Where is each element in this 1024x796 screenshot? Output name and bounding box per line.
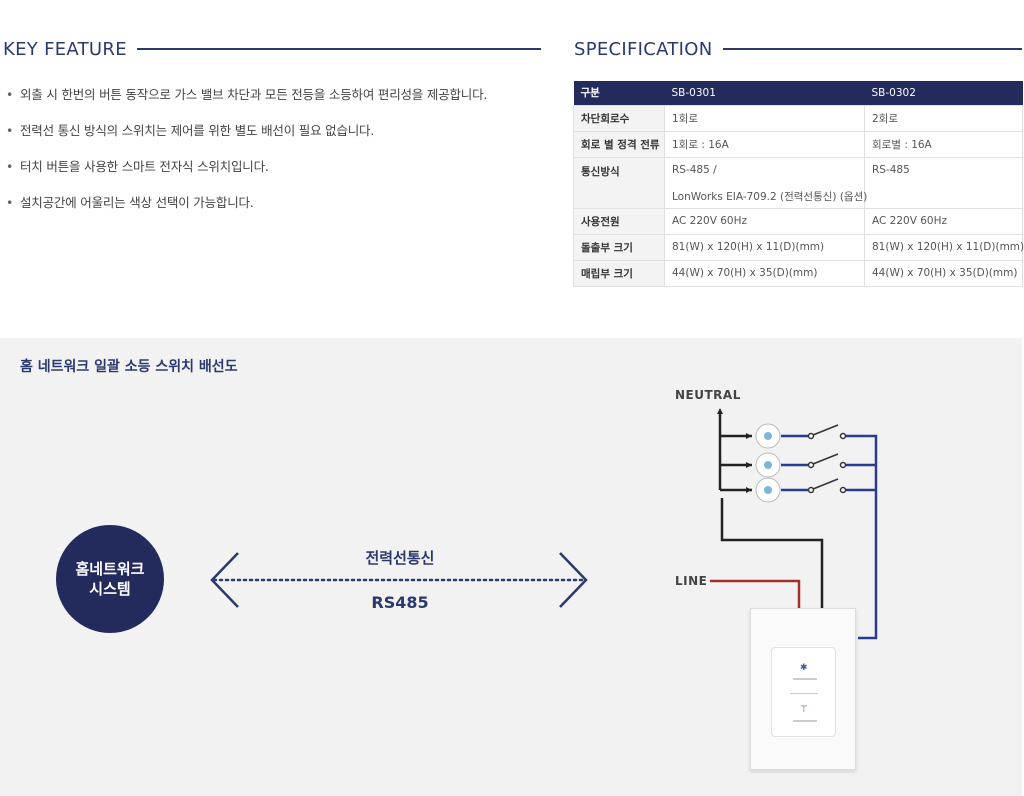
table-row: 통신방식 RS-485 / LonWorks EIA-709.2 (전력선통신)… bbox=[573, 156, 1023, 209]
specification-heading: SPECIFICATION bbox=[574, 38, 1022, 60]
switch-icon bbox=[807, 424, 847, 440]
comm-label-rs485: RS485 bbox=[371, 593, 429, 612]
valve-icon: ⊤ bbox=[800, 705, 808, 715]
table-header-row: 구분 SB-0301 SB-0302 bbox=[573, 81, 1023, 105]
key-feature-heading: KEY FEATURE bbox=[3, 38, 541, 60]
table-row: 회로 별 정격 전류 1회로 : 16A 회로별 : 16A bbox=[573, 130, 1023, 158]
heading-rule bbox=[722, 48, 1022, 50]
key-feature-item: •터치 버튼을 사용한 스마트 전자식 스위치입니다. bbox=[6, 159, 269, 174]
neutral-wire bbox=[717, 408, 824, 608]
wiring-diagram: 홈 네트워크 일괄 소등 스위치 배선도 bbox=[0, 338, 1022, 796]
line-label: LINE bbox=[675, 574, 708, 588]
switch-icon bbox=[807, 478, 847, 494]
diagram-title: 홈 네트워크 일괄 소등 스위치 배선도 bbox=[20, 359, 238, 375]
header-category: 구분 bbox=[573, 81, 665, 105]
neutral-label: NEUTRAL bbox=[675, 388, 741, 402]
panel-divider bbox=[790, 693, 818, 694]
lamp-icon bbox=[755, 452, 781, 478]
table-row: 매립부 크기 44(W) x 70(H) x 35(D)(mm) 44(W) x… bbox=[573, 259, 1023, 287]
home-network-system: 홈네트워크 시스템 bbox=[56, 525, 164, 633]
double-arrow-icon bbox=[210, 552, 588, 608]
lamp-icon bbox=[755, 477, 781, 503]
load-wires bbox=[781, 434, 878, 640]
heading-rule bbox=[136, 48, 541, 50]
comm-label-plc: 전력선통신 bbox=[365, 549, 435, 567]
wiring-lines bbox=[210, 408, 878, 640]
key-feature-item: •전력선 통신 방식의 스위치는 제어를 위한 별도 배선이 필요 없습니다. bbox=[6, 123, 375, 138]
table-row: 돌출부 크기 81(W) x 120(H) x 11(D)(mm) 81(W) … bbox=[573, 233, 1024, 261]
button-caption bbox=[793, 720, 817, 722]
lamp-icon bbox=[755, 423, 781, 449]
switch-icon bbox=[807, 453, 847, 469]
line-wire bbox=[710, 579, 801, 608]
lamp-icon: ✱ bbox=[800, 663, 808, 673]
key-feature-list: •외출 시 한번의 버튼 동작으로 가스 밸브 차단과 모든 전등을 소등하여 … bbox=[6, 84, 487, 228]
switch-panel-face: ✱ ⊤ bbox=[771, 647, 836, 737]
header-sb0302: SB-0302 bbox=[864, 81, 1023, 105]
header-sb0301: SB-0301 bbox=[664, 81, 865, 105]
button-caption bbox=[793, 678, 817, 680]
specification-table: 구분 SB-0301 SB-0302 차단회로수 1회로 2회로 회로 별 정격… bbox=[573, 81, 1024, 287]
switch-panel: ✱ ⊤ bbox=[750, 608, 856, 770]
key-feature-title: KEY FEATURE bbox=[3, 38, 127, 60]
specification-title: SPECIFICATION bbox=[574, 38, 713, 60]
key-feature-item: •설치공간에 어울리는 색상 선택이 가능합니다. bbox=[6, 195, 254, 210]
table-row: 사용전원 AC 220V 60Hz AC 220V 60Hz bbox=[573, 207, 1023, 235]
key-feature-item: •외출 시 한번의 버튼 동작으로 가스 밸브 차단과 모든 전등을 소등하여 … bbox=[6, 87, 488, 102]
table-row: 차단회로수 1회로 2회로 bbox=[573, 104, 1023, 132]
